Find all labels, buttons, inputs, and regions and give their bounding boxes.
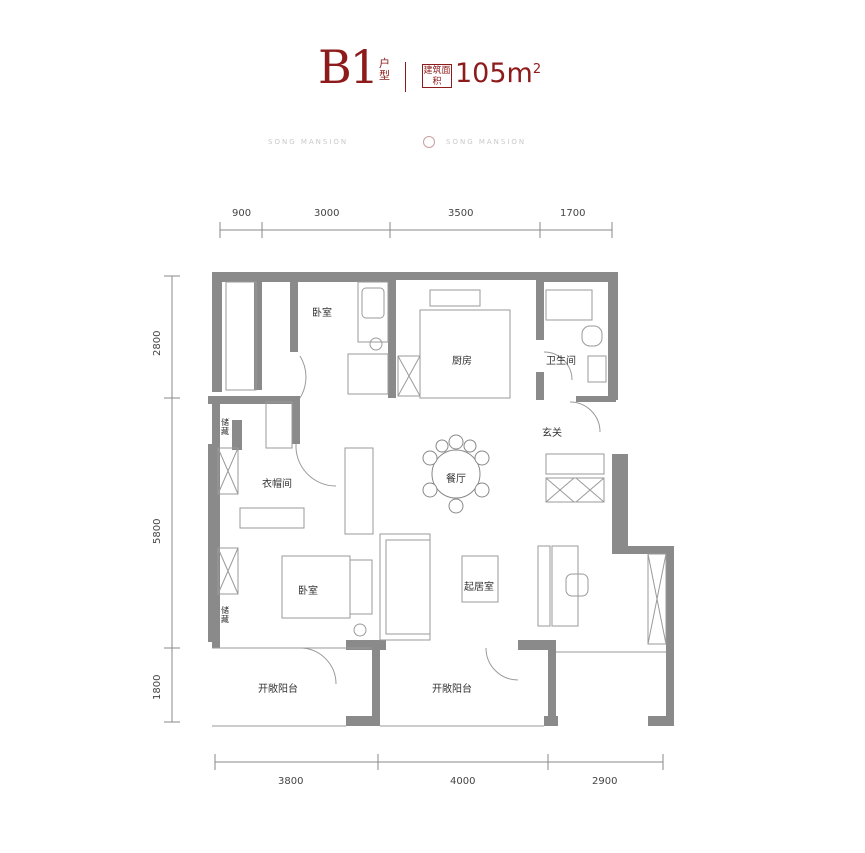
dim-top-1: 900 [232,208,252,219]
area-badge: 建筑面积 [422,64,452,88]
room-balcony-left: 开敞阳台 [258,684,298,695]
unit-word: 户型 [379,57,390,82]
room-closet-b: 储藏 [221,606,229,624]
room-living: 起居室 [464,582,494,593]
dim-left-2: 5800 [152,518,163,544]
room-dining: 餐厅 [446,474,466,485]
plan-header: B1 户型 建筑面积 105m2 [0,40,865,110]
dining-table [422,434,490,514]
dim-top-4: 1700 [560,208,586,219]
room-cloakroom: 衣帽间 [262,479,292,490]
dim-left-1: 2800 [152,330,163,356]
area-value: 105m2 [455,58,542,89]
fixtures [212,281,667,727]
header-divider [405,62,406,92]
room-entrance: 玄关 [542,428,562,439]
dim-bottom-2: 4000 [450,776,476,787]
room-balcony-mid: 开敞阳台 [432,684,472,695]
brand-emblem-icon [423,136,435,148]
dimension-lines [164,222,664,770]
room-kitchen: 厨房 [452,356,472,367]
brand-text-left: SONG MANSION [268,138,349,146]
dim-bottom-3: 2900 [592,776,618,787]
unit-code: B1 [318,40,379,94]
room-bathroom: 卫生间 [546,356,576,367]
dim-bottom-1: 3800 [278,776,304,787]
dim-top-2: 3000 [314,208,340,219]
room-bedroom-top: 卧室 [312,308,332,319]
dim-left-3: 1800 [152,674,163,700]
brand-line: SONG MANSION SONG MANSION [268,136,598,150]
dim-top-3: 3500 [448,208,474,219]
room-closet-a: 储藏 [221,418,229,436]
room-bedroom-main: 卧室 [298,586,318,597]
brand-text-right: SONG MANSION [446,138,527,146]
walls [208,272,674,726]
